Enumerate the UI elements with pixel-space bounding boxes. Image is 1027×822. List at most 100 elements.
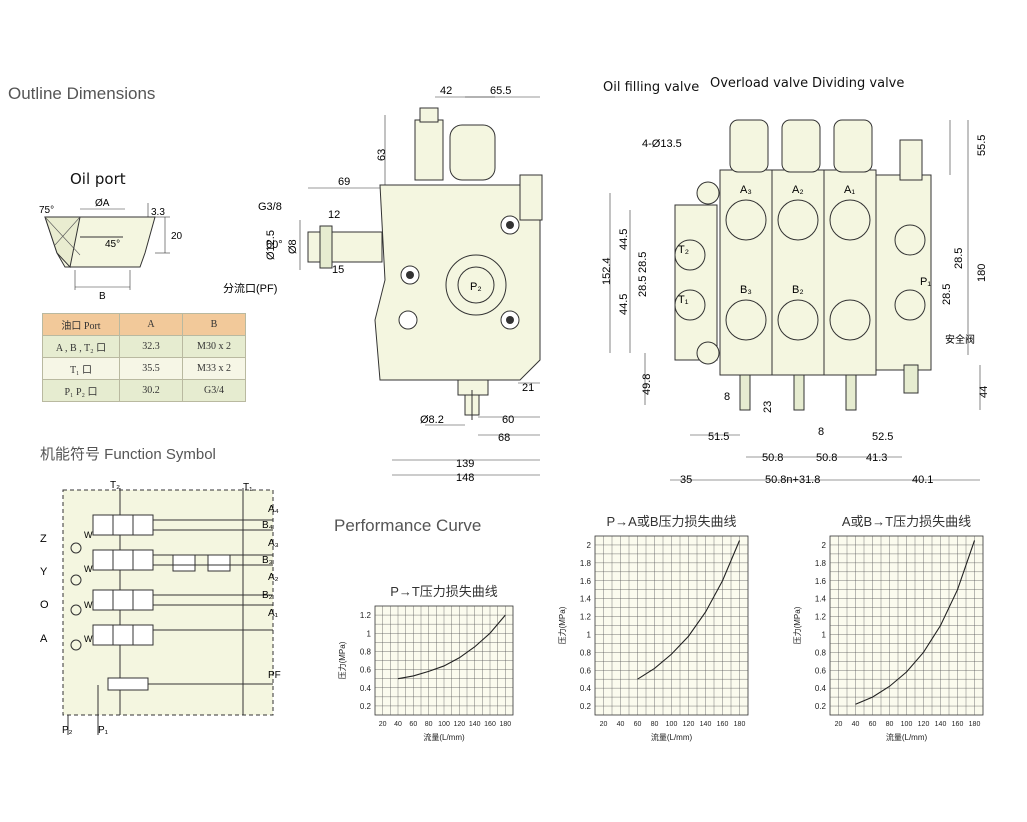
y-tick-label: 1.8 <box>815 559 827 568</box>
x-axis-label: 流量(L/mm) <box>886 732 928 742</box>
port-table-cell: 30.2 <box>119 379 183 402</box>
x-tick-label: 120 <box>683 721 695 728</box>
front-dim: 35 <box>680 474 692 486</box>
front-dim: B₂ <box>792 284 804 296</box>
fs-label: A₃ <box>268 538 279 549</box>
front-dim: 180 <box>976 264 988 282</box>
fs-label: P₂ <box>62 725 73 736</box>
side-dim: G3/8 <box>258 201 282 213</box>
front-dim: T₁ <box>678 294 689 306</box>
side-dim: 60 <box>502 414 514 426</box>
y-tick-label: 1 <box>822 630 827 639</box>
front-dim: 44.5 <box>618 229 630 250</box>
x-tick-label: 160 <box>484 721 496 728</box>
side-dim: 69 <box>338 176 350 188</box>
front-dim: 50.8n+31.8 <box>765 474 820 486</box>
x-tick-label: 160 <box>952 721 964 728</box>
side-dim: 12 <box>328 209 340 221</box>
y-tick-label: 1.6 <box>815 577 827 586</box>
front-dim: A₂ <box>792 184 804 196</box>
fs-label: A₁ <box>268 608 279 619</box>
fs-label: P₁ <box>98 725 109 736</box>
oil-port-angle: 75° <box>39 205 54 216</box>
y-tick-label: 1.2 <box>815 613 827 622</box>
x-tick-label: 40 <box>852 721 860 728</box>
y-tick-label: 0.8 <box>815 648 827 657</box>
x-tick-label: 120 <box>453 721 465 728</box>
y-tick-label: 1.6 <box>580 577 592 586</box>
side-dim: 21 <box>522 382 534 394</box>
y-tick-label: 1 <box>587 630 592 639</box>
y-tick-label: 0.8 <box>580 648 592 657</box>
y-tick-label: 2 <box>822 541 827 550</box>
oil-port-d1: 3.3 <box>151 207 165 218</box>
y-tick-label: 1 <box>367 629 372 638</box>
front-dim: 28.5 <box>953 248 965 269</box>
dividing-valve-label: Dividing valve <box>812 76 905 91</box>
front-dim: 8 <box>818 426 824 438</box>
y-tick-label: 0.2 <box>580 702 592 711</box>
performance-curve-title: Performance Curve <box>334 516 482 535</box>
x-tick-label: 140 <box>469 721 481 728</box>
side-dim: Ø8 <box>287 239 299 254</box>
fs-label: A₂ <box>268 572 279 583</box>
fs-label: B₂ <box>262 590 273 601</box>
x-tick-label: 20 <box>379 721 387 728</box>
front-dim: A₃ <box>740 184 752 196</box>
front-dim: 28.5 <box>941 284 953 305</box>
fs-label: W <box>84 600 93 610</box>
oil-port-d2: 20 <box>171 231 183 242</box>
side-dim: Ø12.5 <box>265 230 277 260</box>
x-tick-label: 60 <box>869 721 877 728</box>
y-tick-label: 0.6 <box>360 666 372 675</box>
chart-title: P→A或B压力损失曲线 <box>606 514 736 529</box>
fs-label: A₄ <box>268 504 279 515</box>
oil-port-angle2: 45° <box>105 239 120 250</box>
side-dim: P₂ <box>470 281 482 293</box>
fs-label: W <box>84 530 93 540</box>
fs-label: T₂ <box>110 480 120 491</box>
front-view-drawing: 4-Ø13.5 A₃ A₂ A₁ T₂ T₁ B₃ B₂ P₁ 55.5 152… <box>601 119 990 486</box>
side-dim: 63 <box>376 149 388 161</box>
x-tick-label: 40 <box>617 721 625 728</box>
port-table-header: 油口 Port <box>42 313 120 336</box>
x-tick-label: 60 <box>409 721 417 728</box>
x-tick-label: 80 <box>425 721 433 728</box>
x-tick-label: 100 <box>438 721 450 728</box>
front-dim: 40.1 <box>912 474 933 486</box>
side-dim: 15 <box>332 264 344 276</box>
chart-title: P→T压力损失曲线 <box>390 584 498 599</box>
y-tick-label: 0.4 <box>580 684 592 693</box>
fs-label: A <box>40 633 48 645</box>
y-tick-label: 0.8 <box>360 647 372 656</box>
y-axis-label: 压力(MPa) <box>792 606 802 644</box>
port-table-header: A <box>119 313 183 336</box>
y-tick-label: 1.4 <box>580 595 592 604</box>
port-table: 油口 Port A B A , B , T₂ 口 32.3 M30 x 2 T₁… <box>42 313 246 402</box>
x-tick-label: 80 <box>651 721 659 728</box>
front-dim: 23 <box>762 401 774 413</box>
x-tick-label: 160 <box>717 721 729 728</box>
oil-filling-valve-label: Oil filling valve <box>603 80 700 95</box>
x-tick-label: 40 <box>394 721 402 728</box>
fs-label: W <box>84 564 93 574</box>
fs-label: Z <box>40 533 47 545</box>
port-table-cell: T₁ 口 <box>42 357 120 380</box>
fs-label: Y <box>40 566 48 578</box>
y-tick-label: 1.2 <box>580 613 592 622</box>
front-dim: 52.5 <box>872 431 893 443</box>
side-dim: 65.5 <box>490 85 511 97</box>
x-tick-label: 80 <box>886 721 894 728</box>
side-dim: Ø8.2 <box>420 414 444 426</box>
port-table-cell: M30 x 2 <box>182 335 246 358</box>
fs-label: T₁ <box>243 482 253 493</box>
function-symbol-drawing: T₂ T₁ A₄ B₄ A₃ B₃ A₂ B₂ A₁ PF P₂ P₁ Z Y … <box>40 480 281 736</box>
front-dim: 55.5 <box>976 135 988 156</box>
outline-dimensions-title: Outline Dimensions <box>8 84 156 103</box>
front-dim: 41.3 <box>866 452 887 464</box>
front-dim: 28.5 <box>637 276 649 297</box>
y-tick-label: 0.4 <box>815 684 827 693</box>
